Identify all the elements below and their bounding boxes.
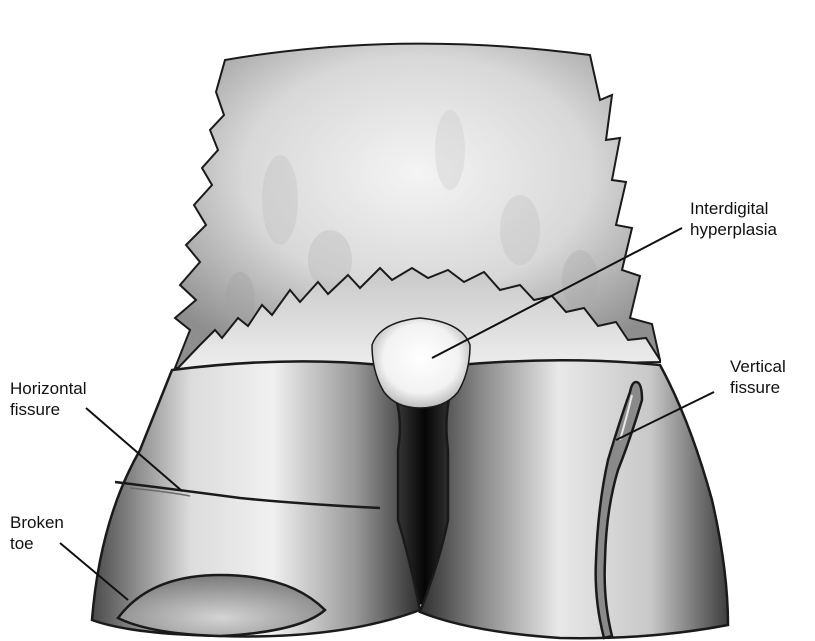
right-claw	[420, 360, 728, 638]
label-line: Interdigital	[690, 198, 777, 219]
label-interdigital-hyperplasia: Interdigital hyperplasia	[690, 198, 777, 240]
label-line: hyperplasia	[690, 219, 777, 240]
interdigital-hyperplasia-mass	[372, 318, 470, 408]
label-line: Broken	[10, 512, 64, 533]
left-claw	[92, 361, 420, 636]
label-broken-toe: Broken toe	[10, 512, 64, 554]
label-horizontal-fissure: Horizontal fissure	[10, 378, 87, 420]
label-line: Horizontal	[10, 378, 87, 399]
label-line: fissure	[10, 399, 87, 420]
label-line: fissure	[730, 377, 786, 398]
label-vertical-fissure: Vertical fissure	[730, 356, 786, 398]
label-line: Vertical	[730, 356, 786, 377]
label-line: toe	[10, 533, 64, 554]
